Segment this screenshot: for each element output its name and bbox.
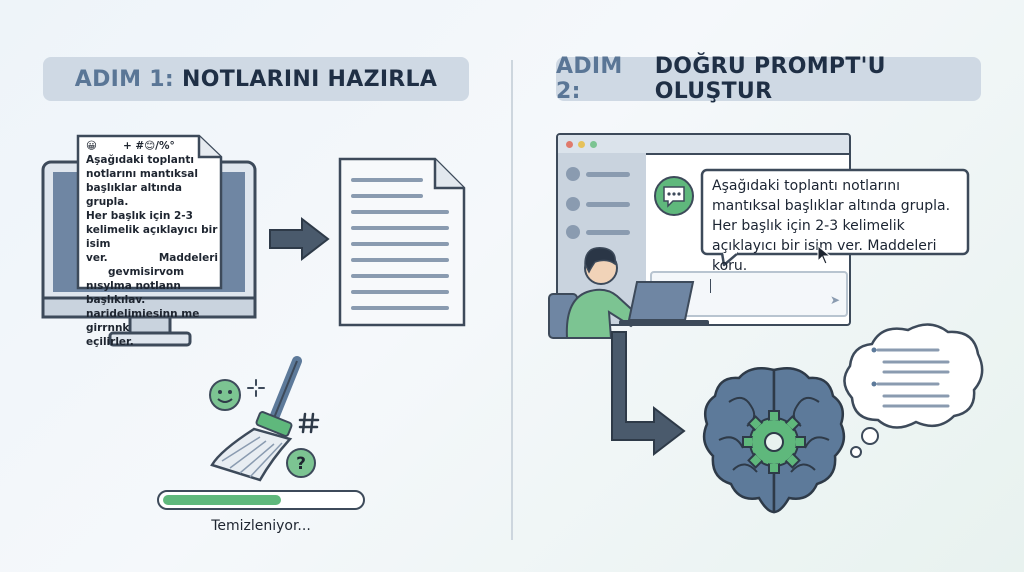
note-line: Aşağıdaki toplantı — [86, 154, 194, 166]
question-icon: ? — [286, 448, 316, 478]
down-right-arrow-icon — [611, 331, 686, 456]
smile-emoji-icon: 😀 — [86, 140, 97, 152]
section-divider — [511, 60, 513, 540]
note-line: nısylma notlann başlıkılav. — [86, 280, 181, 306]
messy-note-text: 😀 + #😊/%° Aşağıdaki toplantı notlarını m… — [86, 139, 218, 349]
step-1-header: ADIM 1: NOTLARINI HAZIRLA — [43, 57, 469, 101]
progress-bar — [157, 490, 365, 510]
sidebar-item[interactable] — [566, 225, 630, 239]
prompt-bubble-shape — [700, 168, 970, 267]
smiley-icon — [209, 379, 241, 411]
right-arrow-icon — [269, 216, 330, 262]
progress-fill — [163, 495, 281, 505]
note-line: Maddeleri — [158, 252, 218, 264]
hash-icon — [298, 412, 320, 434]
window-close-dot[interactable] — [566, 140, 573, 148]
sidebar-item[interactable] — [566, 197, 630, 211]
note-line: ver. — [86, 252, 108, 264]
prompt-text: Aşağıdaki toplantı notlarını mantıksal b… — [712, 178, 951, 274]
sidebar-item[interactable] — [566, 167, 630, 181]
note-symbols: + #😊/%° — [122, 140, 175, 152]
window-maximize-dot[interactable] — [590, 140, 597, 148]
person-at-laptop — [548, 247, 709, 339]
step-2-label: ADIM 2: — [556, 54, 623, 104]
note-line: başlıklar altında grupla. — [86, 182, 182, 208]
clean-document-icon — [338, 157, 466, 327]
thought-cloud — [843, 323, 984, 458]
messy-note-paper — [76, 134, 223, 290]
step-1-title: NOTLARINI HAZIRLA — [181, 66, 438, 92]
note-line: eçilirler. — [86, 336, 134, 348]
brain-icon — [702, 367, 846, 514]
note-line: Her başlık için 2-3 — [86, 210, 193, 222]
mouse-cursor-icon — [817, 244, 832, 265]
svg-text:?: ? — [296, 454, 306, 474]
step-2-header: ADIM 2: DOĞRU PROMPT'U OLUŞTUR — [556, 54, 981, 104]
step-2-title: DOĞRU PROMPT'U OLUŞTUR — [654, 54, 886, 104]
browser-titlebar — [558, 135, 849, 155]
note-line: kelimelik açıklayıcı bir isim — [86, 224, 218, 250]
note-line: notlarını mantıksal — [86, 168, 198, 180]
window-minimize-dot[interactable] — [578, 140, 585, 148]
broom-icon — [210, 356, 302, 482]
text-cursor — [710, 279, 711, 293]
send-icon[interactable]: ➤ — [829, 293, 840, 307]
step-1-label: ADIM 1: — [74, 66, 175, 92]
note-line: naridelimiesinn me girrnnk — [86, 308, 200, 334]
chat-icon — [654, 176, 694, 216]
note-line: gevmisirvom — [108, 266, 185, 278]
sparkle-icon — [247, 379, 265, 397]
progress-label: Temizleniyor... — [211, 518, 311, 534]
